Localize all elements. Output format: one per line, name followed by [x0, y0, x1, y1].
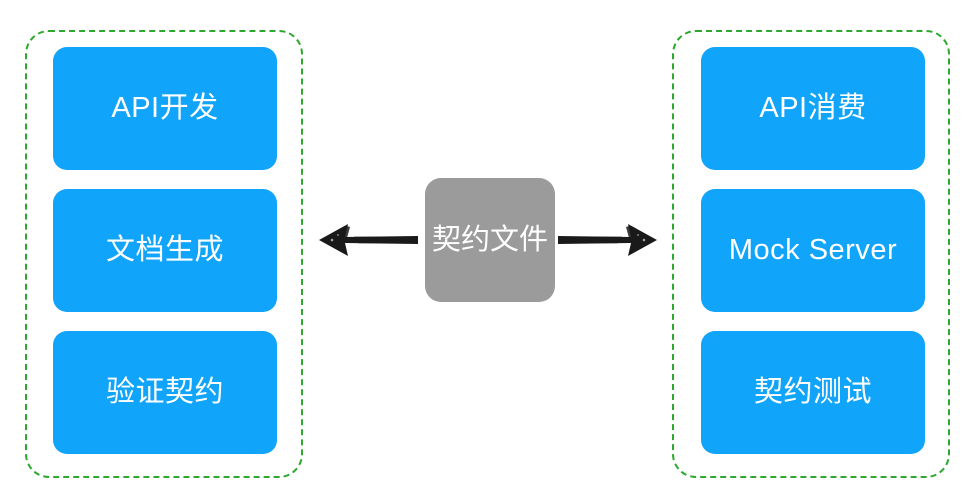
group-container-right — [672, 30, 950, 478]
node-mock-server[interactable]: Mock Server — [701, 189, 925, 312]
node-doc-generation[interactable]: 文档生成 — [53, 189, 277, 312]
group-container-left — [25, 30, 303, 478]
arrow-left-icon — [314, 212, 422, 268]
node-contract-testing[interactable]: 契约测试 — [701, 331, 925, 454]
node-api-development[interactable]: API开发 — [53, 47, 277, 170]
arrow-right-icon — [554, 212, 662, 268]
node-contract-file[interactable]: 契约文件 — [425, 178, 555, 302]
node-api-consumption[interactable]: API消费 — [701, 47, 925, 170]
node-contract-validation[interactable]: 验证契约 — [53, 331, 277, 454]
